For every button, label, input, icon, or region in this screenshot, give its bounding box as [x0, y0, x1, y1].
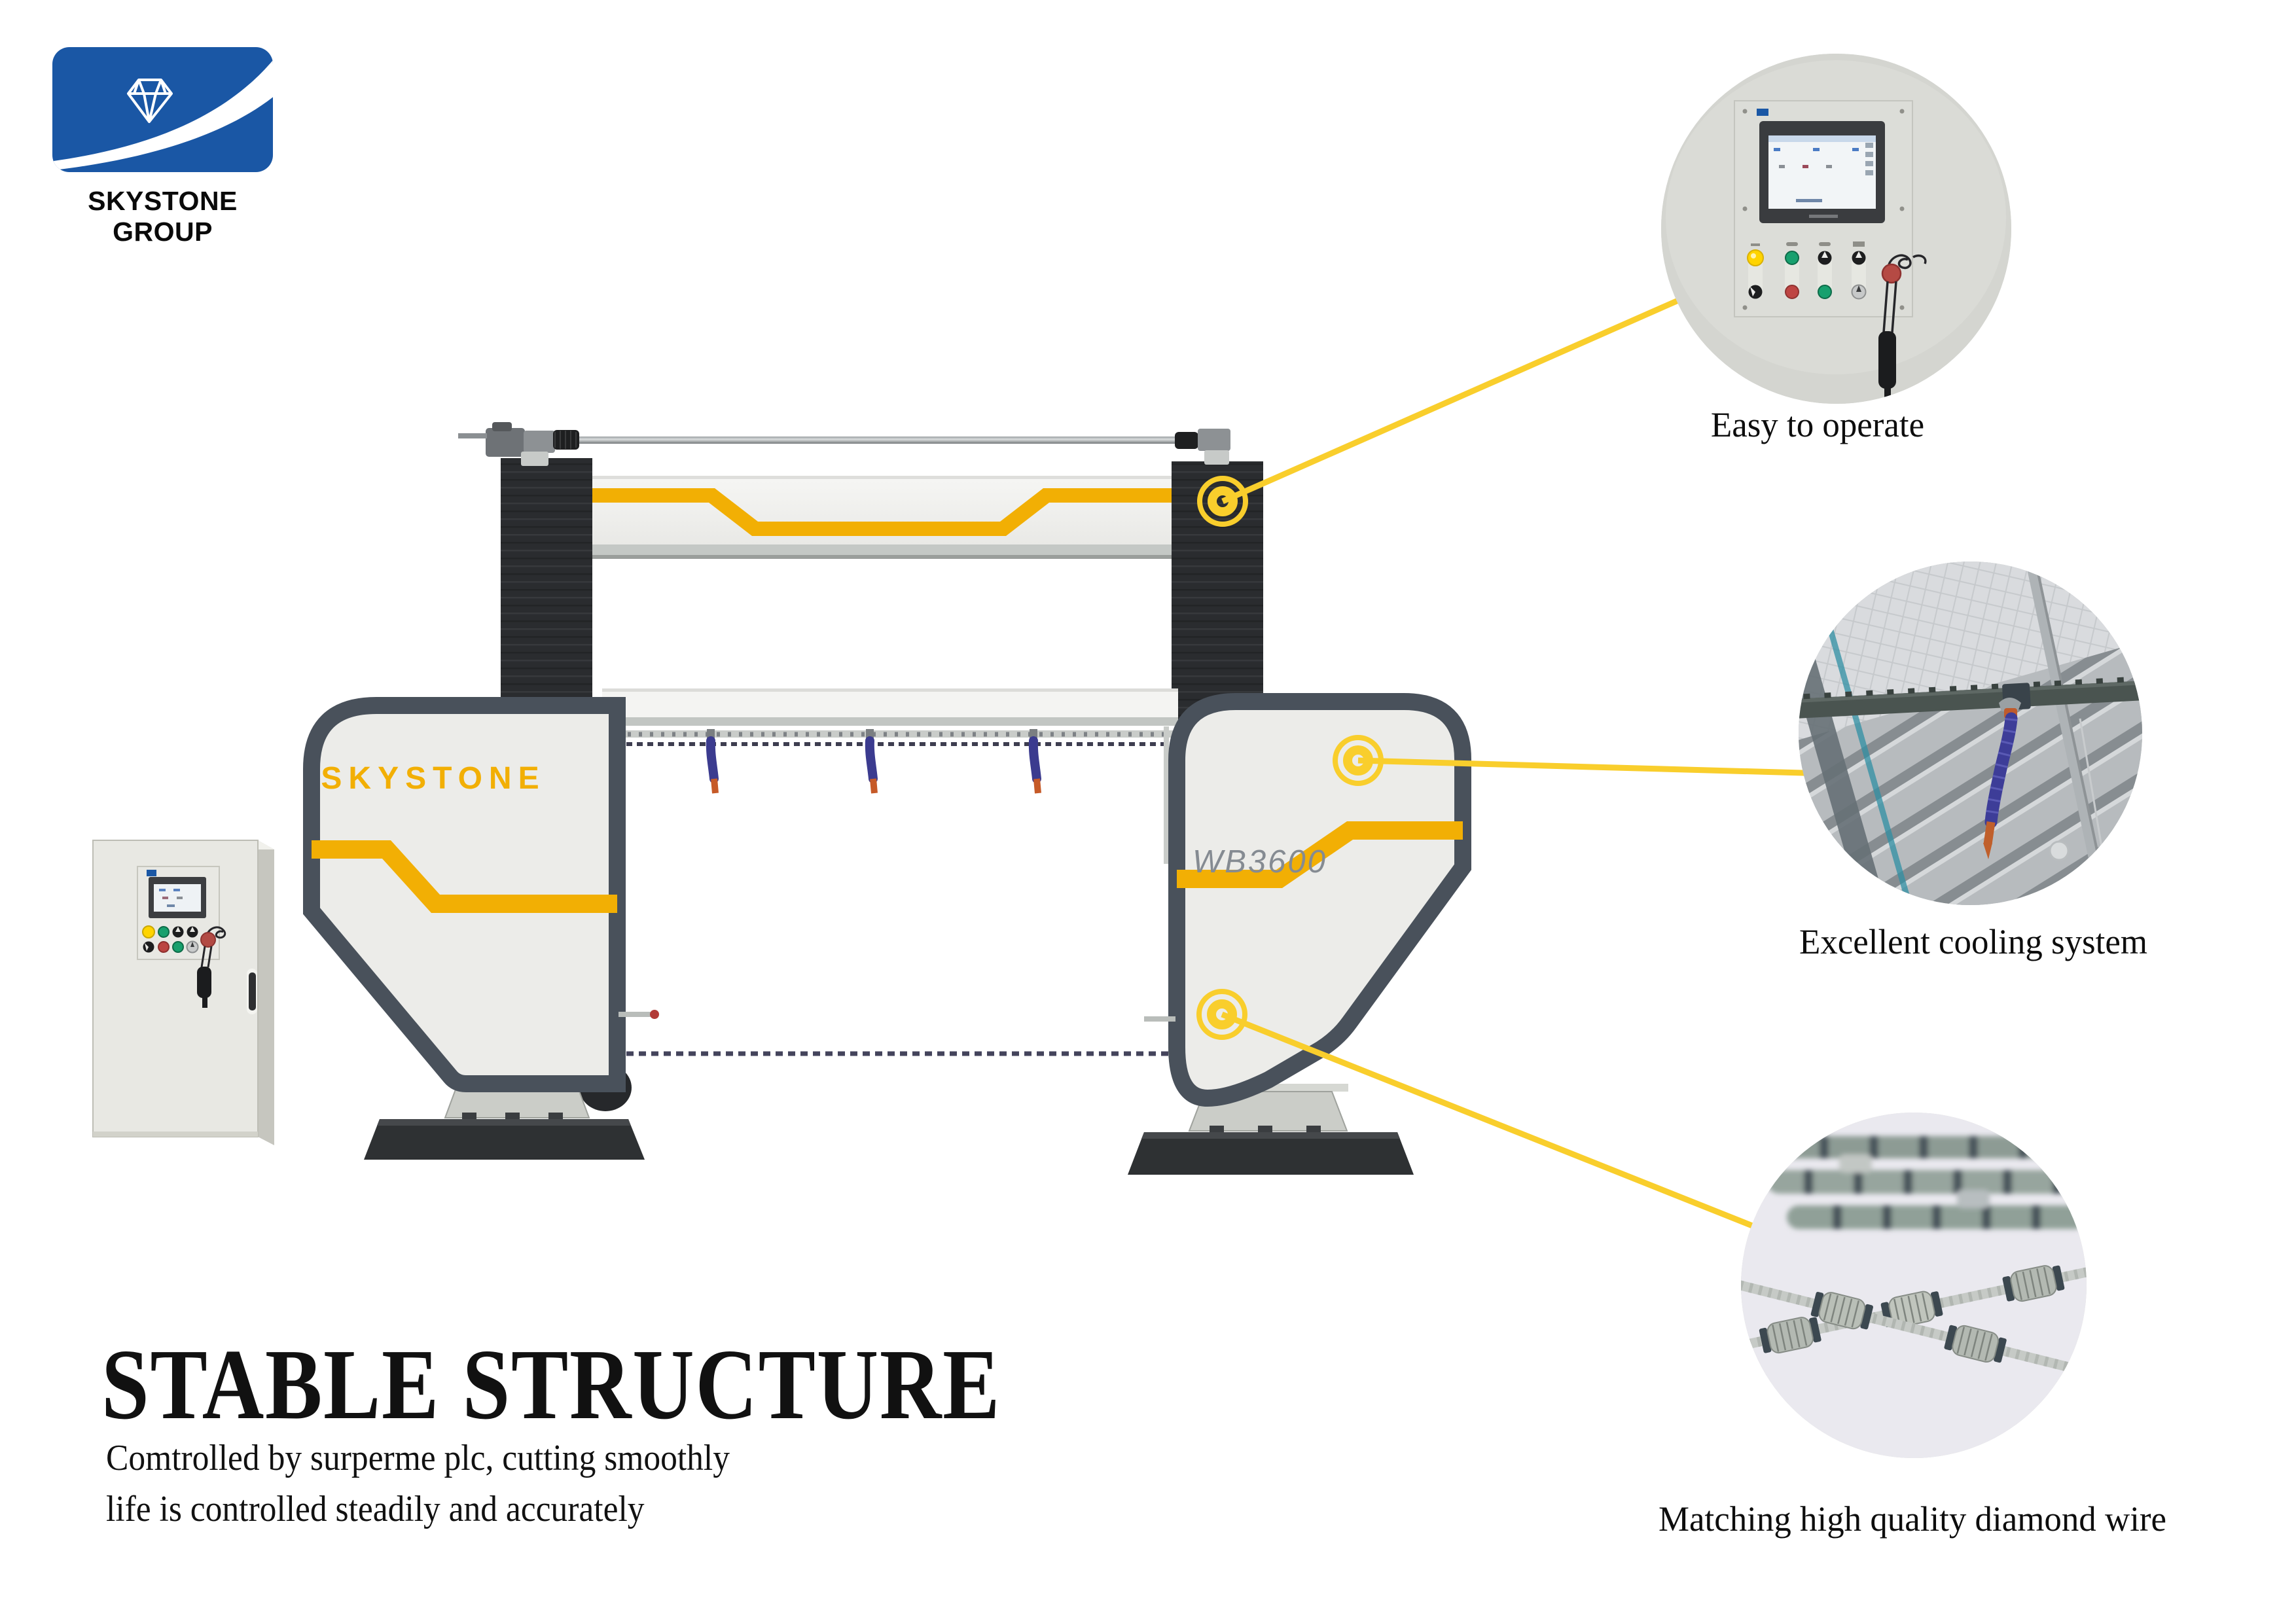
feature-photo-cooling-system: [1799, 562, 2142, 905]
company-logo: [52, 47, 273, 172]
pendant-remote: [1878, 254, 1927, 401]
right-column: [1172, 461, 1263, 723]
target-marker-cooling: [1333, 735, 1384, 786]
caption-cooling-system: Excellent cooling system: [1799, 922, 2148, 961]
cabinet-screen: [149, 877, 206, 918]
headline-line2: life is controlled steadily and accurate…: [106, 1489, 645, 1529]
swoosh-icon: [54, 60, 273, 170]
headline-line1: Comtrolled by surperme plc, cutting smoo…: [106, 1438, 730, 1478]
foreground-wire-2: [1741, 1275, 2087, 1383]
callout-lines: [1221, 293, 1827, 1235]
cabinet-door-handle: [249, 972, 256, 1010]
top-drive-rod: [458, 422, 1230, 466]
target-markers: [1196, 476, 1384, 1040]
left-panel: SKYSTONE: [303, 697, 626, 1092]
panel-buttons: [1747, 249, 1867, 300]
machine-brand-label: SKYSTONE: [321, 761, 545, 796]
headline-title: STABLE STRUCTURE: [101, 1329, 1001, 1440]
callout-line-easy-to-operate: [1221, 293, 1690, 505]
right-pedestal: [1128, 1084, 1414, 1175]
left-panel-accent-stripe: [312, 840, 617, 913]
top-beam: [592, 476, 1172, 559]
tension-pins: [619, 1010, 1175, 1022]
background-wire-coils: [1767, 1136, 2087, 1229]
coolant-nozzle: [1983, 698, 2021, 859]
control-cabinet: [92, 840, 274, 1145]
logo-background: [52, 47, 273, 172]
pendant-remote: [197, 926, 226, 1008]
cooling-scene: [1799, 562, 2142, 905]
foreground-wire-1: [1741, 1260, 2087, 1355]
roof-lamp: [2049, 840, 2070, 861]
feature-photo-control-panel: [1661, 54, 2011, 404]
machine-model-label: WB3600: [1193, 844, 1327, 880]
panel-logo-icon: [1757, 109, 1768, 116]
cabinet-logo-icon: [147, 870, 156, 876]
target-marker-diamond-wire: [1196, 989, 1247, 1040]
cabinet-buttons: [142, 925, 199, 954]
callout-line-diamond-wire: [1221, 1011, 1768, 1235]
machine-body: SKYSTONE WB3600: [303, 422, 1471, 1175]
coolant-nozzles: [706, 729, 1041, 794]
target-marker-easy-to-operate: [1197, 476, 1248, 527]
hmi-screen: [1759, 121, 1885, 223]
right-panel: WB3600: [1168, 693, 1471, 1107]
control-panel-scene: [1661, 54, 2011, 404]
caption-easy-to-operate: Easy to operate: [1710, 405, 1925, 444]
cabinet-panel-outline: [137, 866, 220, 960]
top-beam-accent-stripe: [592, 488, 1172, 536]
middle-beam: [602, 688, 1178, 864]
diamond-icon: [127, 79, 173, 123]
caption-diamond-wire: Matching high quality diamond wire: [1658, 1499, 2167, 1539]
callout-line-cooling: [1357, 757, 1827, 777]
right-panel-accent-stripe: [1177, 821, 1463, 888]
feature-photo-diamond-wire: [1741, 1113, 2087, 1458]
panel-screws: [1742, 109, 1905, 310]
company-name: SKYSTONE GROUP: [88, 186, 238, 247]
coolant-pipe: [1799, 677, 2142, 719]
diamond-wire-scene: [1741, 1113, 2087, 1458]
left-column: [501, 458, 592, 733]
